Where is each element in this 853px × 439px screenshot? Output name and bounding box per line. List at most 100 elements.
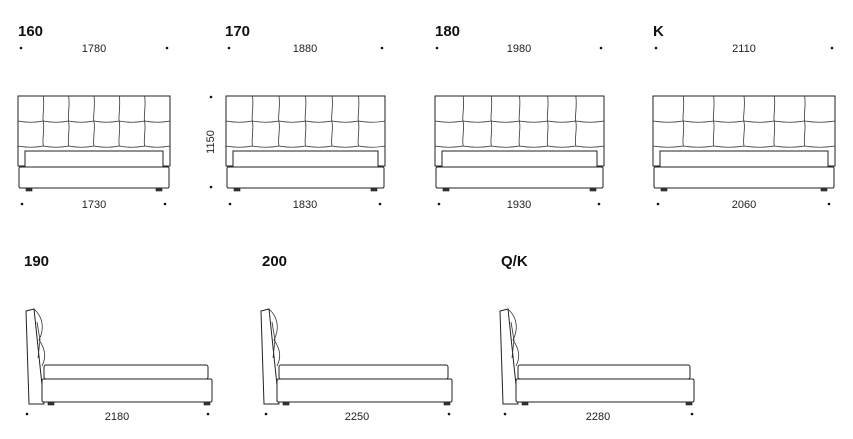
top-width-label: 1980 xyxy=(507,43,531,55)
size-label: 170 xyxy=(225,23,250,40)
bed-foot xyxy=(370,187,378,192)
tufting-seam xyxy=(17,120,171,123)
tufting-seam xyxy=(225,145,386,148)
bed-side-profile xyxy=(25,308,213,406)
tufting-seam xyxy=(434,120,605,123)
tufting-seam xyxy=(225,120,386,123)
headboard-seam xyxy=(510,321,515,359)
height-label: 1150 xyxy=(205,130,217,154)
size-label: K xyxy=(653,23,664,40)
dimension-marker xyxy=(20,202,24,206)
dimension-marker xyxy=(209,95,213,99)
dimension-marker xyxy=(830,46,834,50)
front-view-170: 170 1880 1150 1830 xyxy=(205,23,386,211)
tufting-seam xyxy=(434,145,605,148)
dimension-marker xyxy=(19,46,23,50)
bed-foot xyxy=(47,401,55,406)
tufting-seam xyxy=(712,95,715,147)
bed-foot xyxy=(521,401,529,406)
bed-foot xyxy=(589,187,597,192)
bed-base xyxy=(41,378,213,403)
headboard-side xyxy=(260,308,280,405)
dimension-marker xyxy=(228,202,232,206)
bottom-width-label: 1930 xyxy=(507,199,531,211)
front-view-k: K 2110 2060 xyxy=(652,23,836,211)
headboard-cushion xyxy=(507,308,520,367)
dimension-marker xyxy=(447,412,451,416)
size-label: 160 xyxy=(18,23,43,40)
tufting-seam xyxy=(278,95,280,147)
dimension-marker xyxy=(435,46,439,50)
bed-base xyxy=(653,166,835,189)
length-label: 2180 xyxy=(105,411,129,423)
side-view-200: 200 2250 xyxy=(260,253,453,423)
dimension-marker xyxy=(599,46,603,50)
mattress xyxy=(232,150,379,168)
dimension-marker xyxy=(597,202,601,206)
bed-foot xyxy=(25,187,33,192)
bed-base xyxy=(226,166,385,189)
size-label: Q/K xyxy=(501,253,528,270)
bottom-width-label: 1730 xyxy=(82,199,106,211)
dimension-marker xyxy=(209,185,213,189)
tufting-seam xyxy=(357,95,360,147)
mattress xyxy=(43,364,209,380)
dimension-marker xyxy=(378,202,382,206)
bed-foot xyxy=(685,401,693,406)
dimension-marker xyxy=(437,202,441,206)
mattress xyxy=(24,150,164,168)
length-label: 2280 xyxy=(586,411,610,423)
headboard xyxy=(434,95,605,192)
bed-base xyxy=(515,378,695,403)
bed-foot xyxy=(203,401,211,406)
tufting-seam xyxy=(518,95,521,147)
tufting-seam xyxy=(803,95,806,147)
size-label: 190 xyxy=(24,253,49,270)
dimension-marker xyxy=(165,46,169,50)
mattress xyxy=(517,364,691,380)
headboard-side xyxy=(499,308,519,405)
dimension-marker xyxy=(264,412,268,416)
bed-foot xyxy=(442,187,450,192)
dimension-marker xyxy=(206,412,210,416)
dimension-marker xyxy=(227,46,231,50)
mattress xyxy=(278,364,449,380)
dimension-marker xyxy=(690,412,694,416)
headboard xyxy=(652,95,836,192)
dimension-marker xyxy=(654,46,658,50)
tufting-seam xyxy=(682,95,685,147)
dimension-marker xyxy=(503,412,507,416)
tufting-seam xyxy=(652,120,836,123)
size-label: 200 xyxy=(262,253,287,270)
headboard-cushion xyxy=(268,308,281,367)
headboard-cushion xyxy=(33,308,46,367)
tufting-seam xyxy=(304,95,307,147)
dimension-marker xyxy=(163,202,167,206)
front-view-180: 180 1980 1930 xyxy=(434,23,605,211)
tufting-seam xyxy=(67,95,70,147)
headboard-seam xyxy=(36,321,41,359)
tufting-seam xyxy=(42,95,45,147)
mattress xyxy=(659,150,829,168)
front-view-160: 160 1780 1730 xyxy=(17,23,171,211)
tufting-seam xyxy=(251,95,254,147)
size-label: 180 xyxy=(435,23,460,40)
top-width-label: 1780 xyxy=(82,43,106,55)
dimension-marker xyxy=(827,202,831,206)
top-width-label: 2110 xyxy=(732,43,756,55)
tufting-seam xyxy=(575,95,577,147)
tufting-seam xyxy=(462,95,464,147)
headboard xyxy=(225,95,386,192)
tufting-seam xyxy=(743,95,745,147)
bed-foot xyxy=(443,401,451,406)
bed-foot xyxy=(660,187,668,192)
dimension-marker xyxy=(380,46,384,50)
bed-foot xyxy=(155,187,163,192)
dimension-marker xyxy=(25,412,29,416)
top-width-label: 1880 xyxy=(293,43,317,55)
tufting-seam xyxy=(490,95,493,147)
dimension-marker xyxy=(656,202,660,206)
bed-foot xyxy=(233,187,241,192)
tufting-seam xyxy=(143,95,146,147)
